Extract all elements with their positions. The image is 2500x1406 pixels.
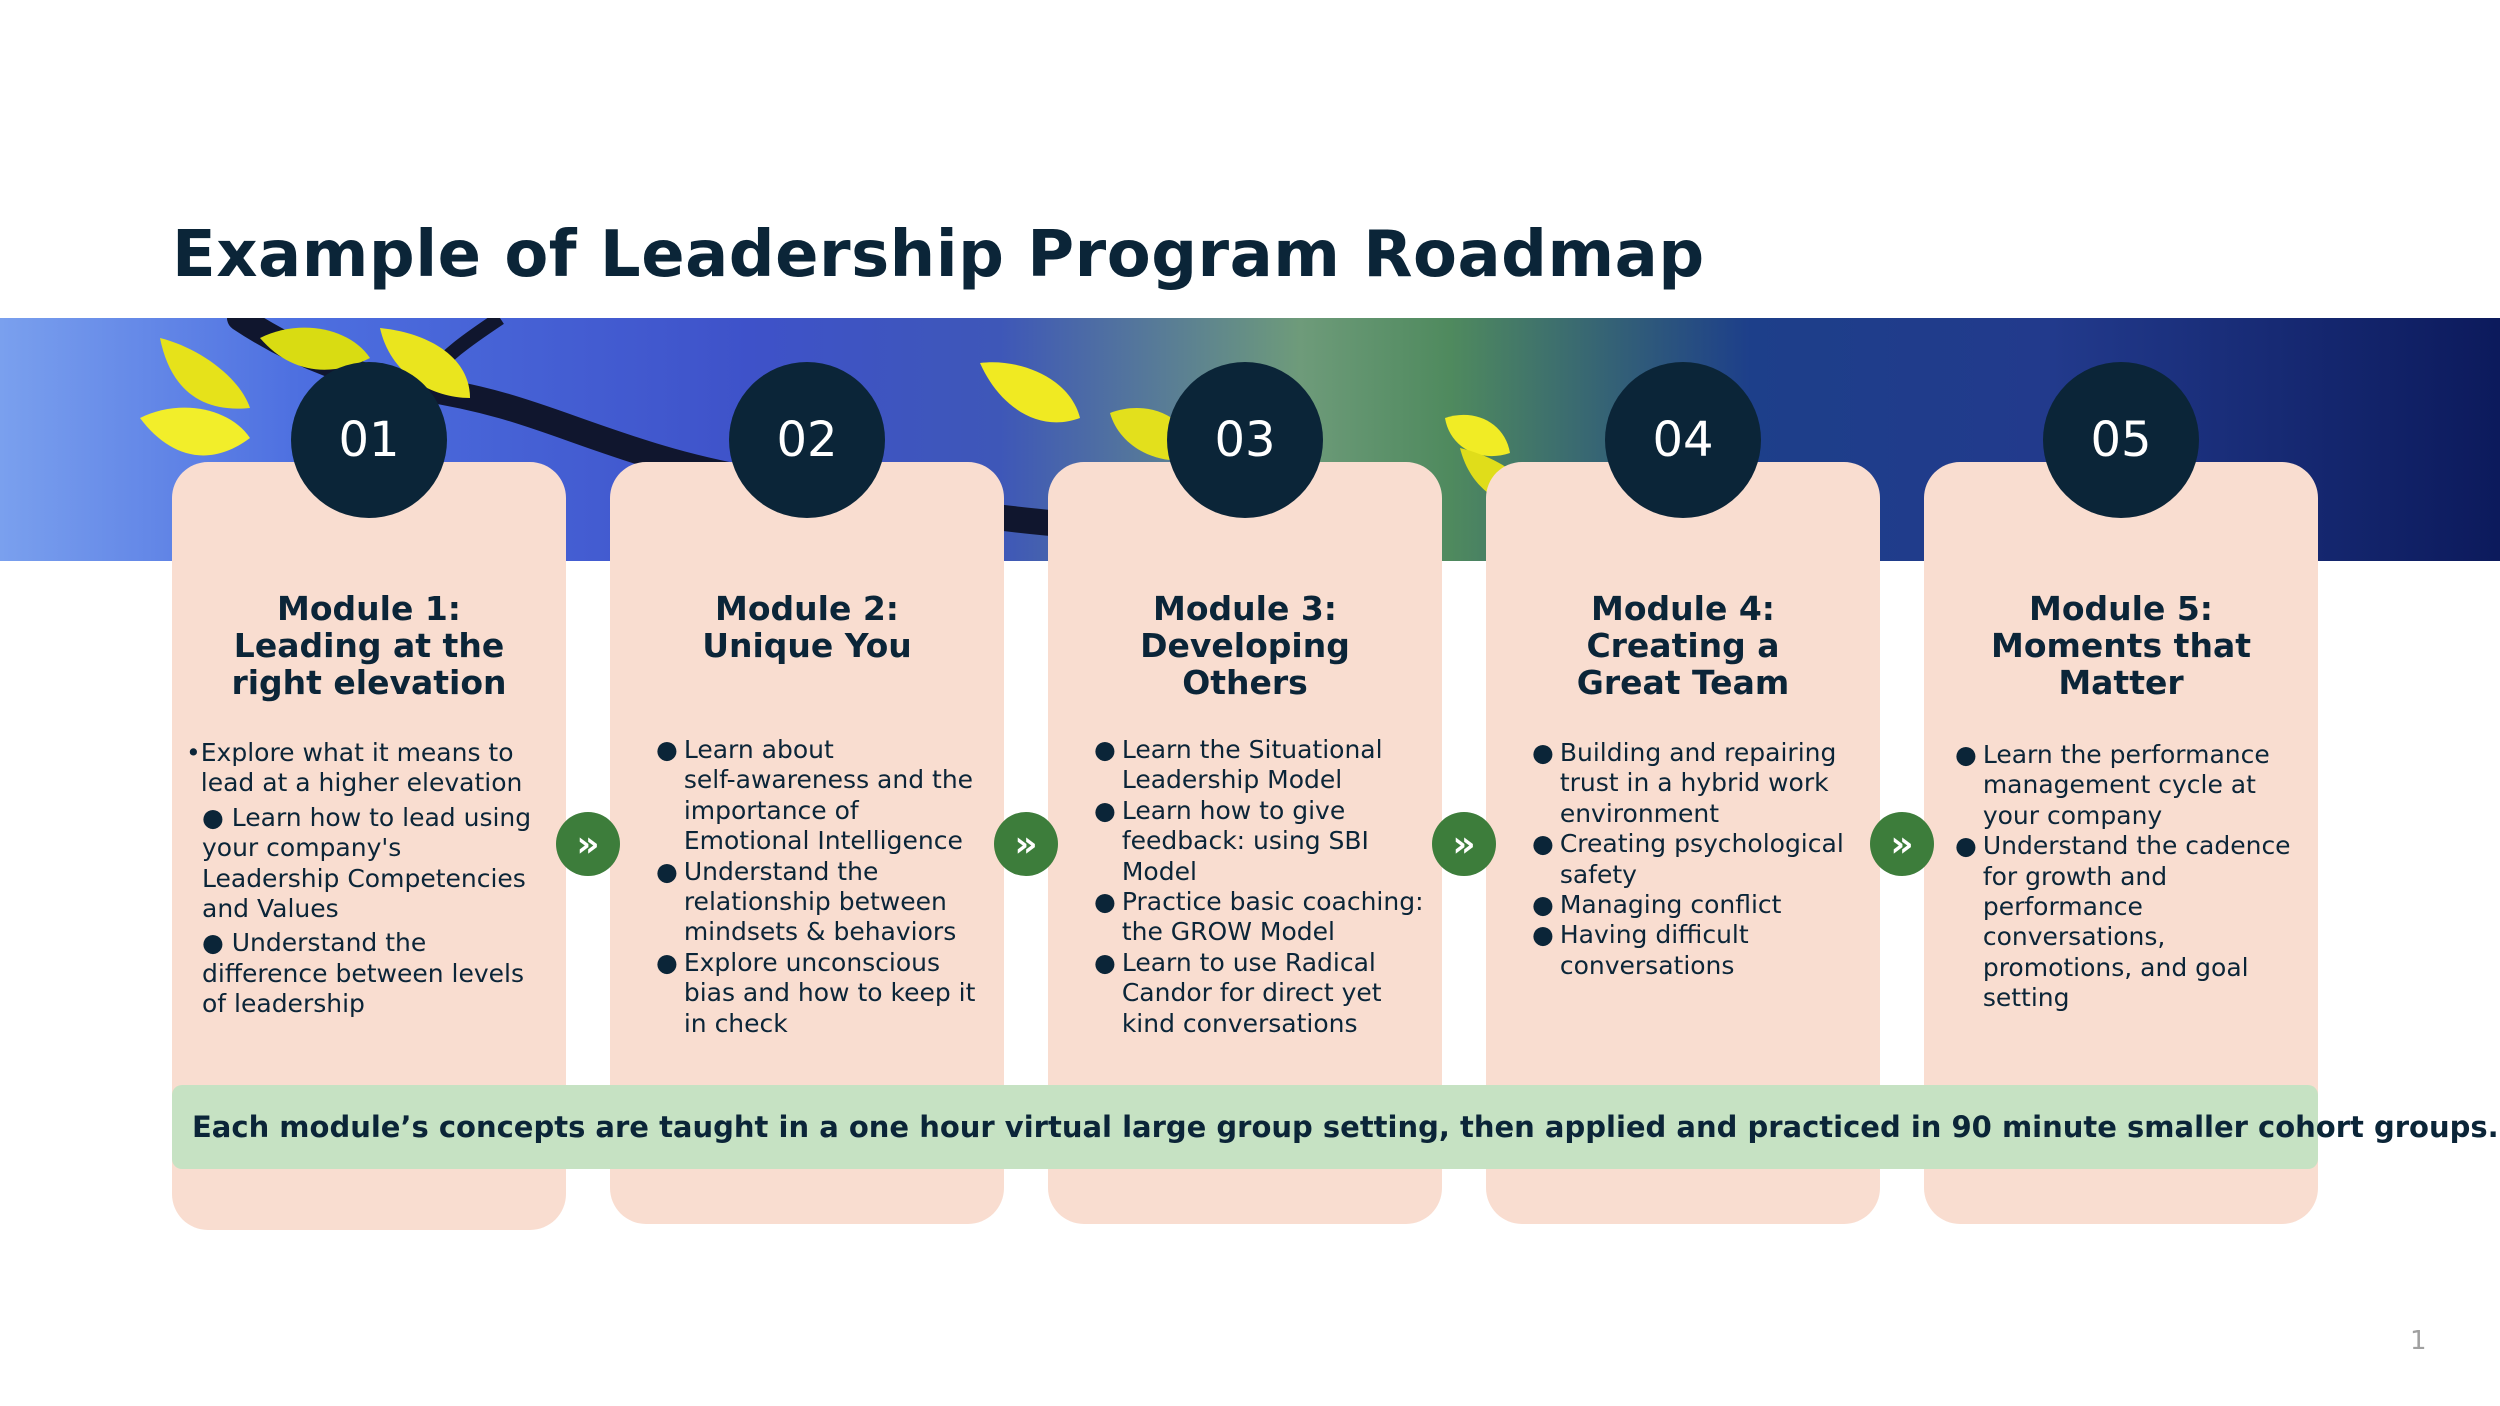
module-number-badge: 03 — [1167, 362, 1323, 518]
bullet-item: ● Practice basic coaching:the GROW Model — [1094, 887, 1424, 947]
double-chevron-right-icon: » — [556, 812, 620, 876]
module-number-badge: 02 — [729, 362, 885, 518]
double-chevron-right-icon: » — [994, 812, 1058, 876]
bullet-item: ● Managing conflict — [1532, 890, 1782, 920]
module-number-badge: 04 — [1605, 362, 1761, 518]
slide-title: Example of Leadership Program Roadmap — [172, 218, 1705, 292]
module-number-badge: 01 — [291, 362, 447, 518]
double-chevron-right-icon: » — [1870, 812, 1934, 876]
double-chevron-right-icon: » — [1432, 812, 1496, 876]
module-number-badge: 05 — [2043, 362, 2199, 518]
module-title: Module 2:Unique You — [702, 589, 912, 665]
page-number: 1 — [2410, 1326, 2427, 1356]
delivery-note-banner: Each module’s concepts are taught in a o… — [172, 1085, 2499, 1169]
